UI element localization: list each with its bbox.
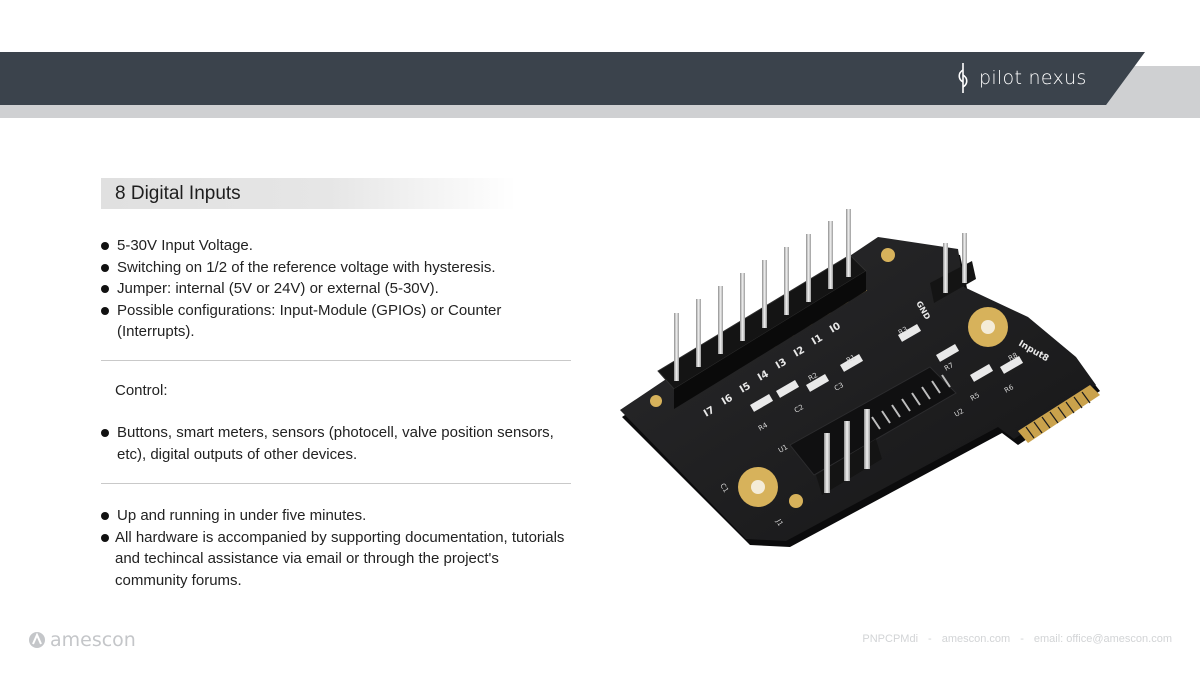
list-item: All hardware is accompanied by supportin…: [100, 527, 570, 592]
board-label: R3: [897, 325, 909, 337]
footer-logo-name: amescon: [50, 629, 136, 651]
board-label: C1: [718, 482, 730, 494]
board-label: R7: [943, 361, 955, 373]
brand-name: pilot nexus: [979, 67, 1087, 89]
list-item: Jumper: internal (5V or 24V) or external…: [100, 278, 570, 300]
list-item: Up and running in under five minutes.: [100, 505, 570, 527]
pcb-board-image: I0 I1 I2 I3 I4 I5 I6 I7 GND Input8 R3 R1…: [620, 209, 1100, 547]
edge-connector: [1018, 385, 1100, 443]
board-label: I1: [810, 333, 825, 348]
board-label: I2: [792, 345, 807, 360]
board-label: R1: [845, 353, 857, 365]
board-label: I7: [702, 405, 717, 420]
amescon-logo-icon: [29, 632, 45, 648]
list-item: Possible configurations: Input-Module (G…: [100, 300, 570, 343]
control-label: Control:: [115, 382, 168, 399]
footer-link-website[interactable]: amescon.com: [941, 633, 1011, 645]
footer-logo: amescon: [28, 629, 136, 651]
board-label: R2: [807, 371, 819, 383]
board-label: I3: [774, 357, 789, 372]
footer-separator: -: [928, 633, 932, 645]
feature-list: 5-30V Input Voltage. Switching on 1/2 of…: [100, 235, 570, 343]
board-label: R8: [1007, 351, 1019, 363]
extras-list: Up and running in under five minutes. Al…: [100, 505, 570, 591]
board-label: I4: [756, 369, 771, 384]
control-list: Buttons, smart meters, sensors (photocel…: [100, 422, 570, 465]
brand-logo: pilot nexus: [955, 62, 1087, 94]
list-item: Buttons, smart meters, sensors (photocel…: [100, 422, 570, 465]
board-label: R4: [757, 421, 770, 433]
footer-separator: -: [1020, 633, 1024, 645]
footer-link-email[interactable]: email: office@amescon.com: [1033, 633, 1172, 645]
list-item: Switching on 1/2 of the reference voltag…: [100, 257, 570, 279]
board-label: U2: [953, 407, 965, 419]
board-label: J1: [774, 517, 785, 528]
pilot-nexus-logo-icon: [958, 63, 968, 93]
header-band-dark: [0, 52, 1145, 105]
board-label: C3: [833, 381, 845, 393]
divider: [101, 483, 571, 484]
footer-item: PNPCPMdi: [862, 633, 919, 645]
board-label: I0: [828, 321, 843, 336]
board-label: U1: [777, 443, 789, 455]
board-label: I5: [738, 381, 753, 396]
divider: [101, 360, 571, 361]
board-label: R6: [1003, 383, 1016, 395]
board-label: I6: [720, 393, 735, 408]
board-label: R5: [969, 391, 981, 403]
list-item: 5-30V Input Voltage.: [100, 235, 570, 257]
section-title: 8 Digital Inputs: [101, 178, 516, 209]
footer-info: PNPCPMdi - amescon.com - email: office@a…: [862, 633, 1172, 645]
board-label: C2: [793, 403, 805, 415]
